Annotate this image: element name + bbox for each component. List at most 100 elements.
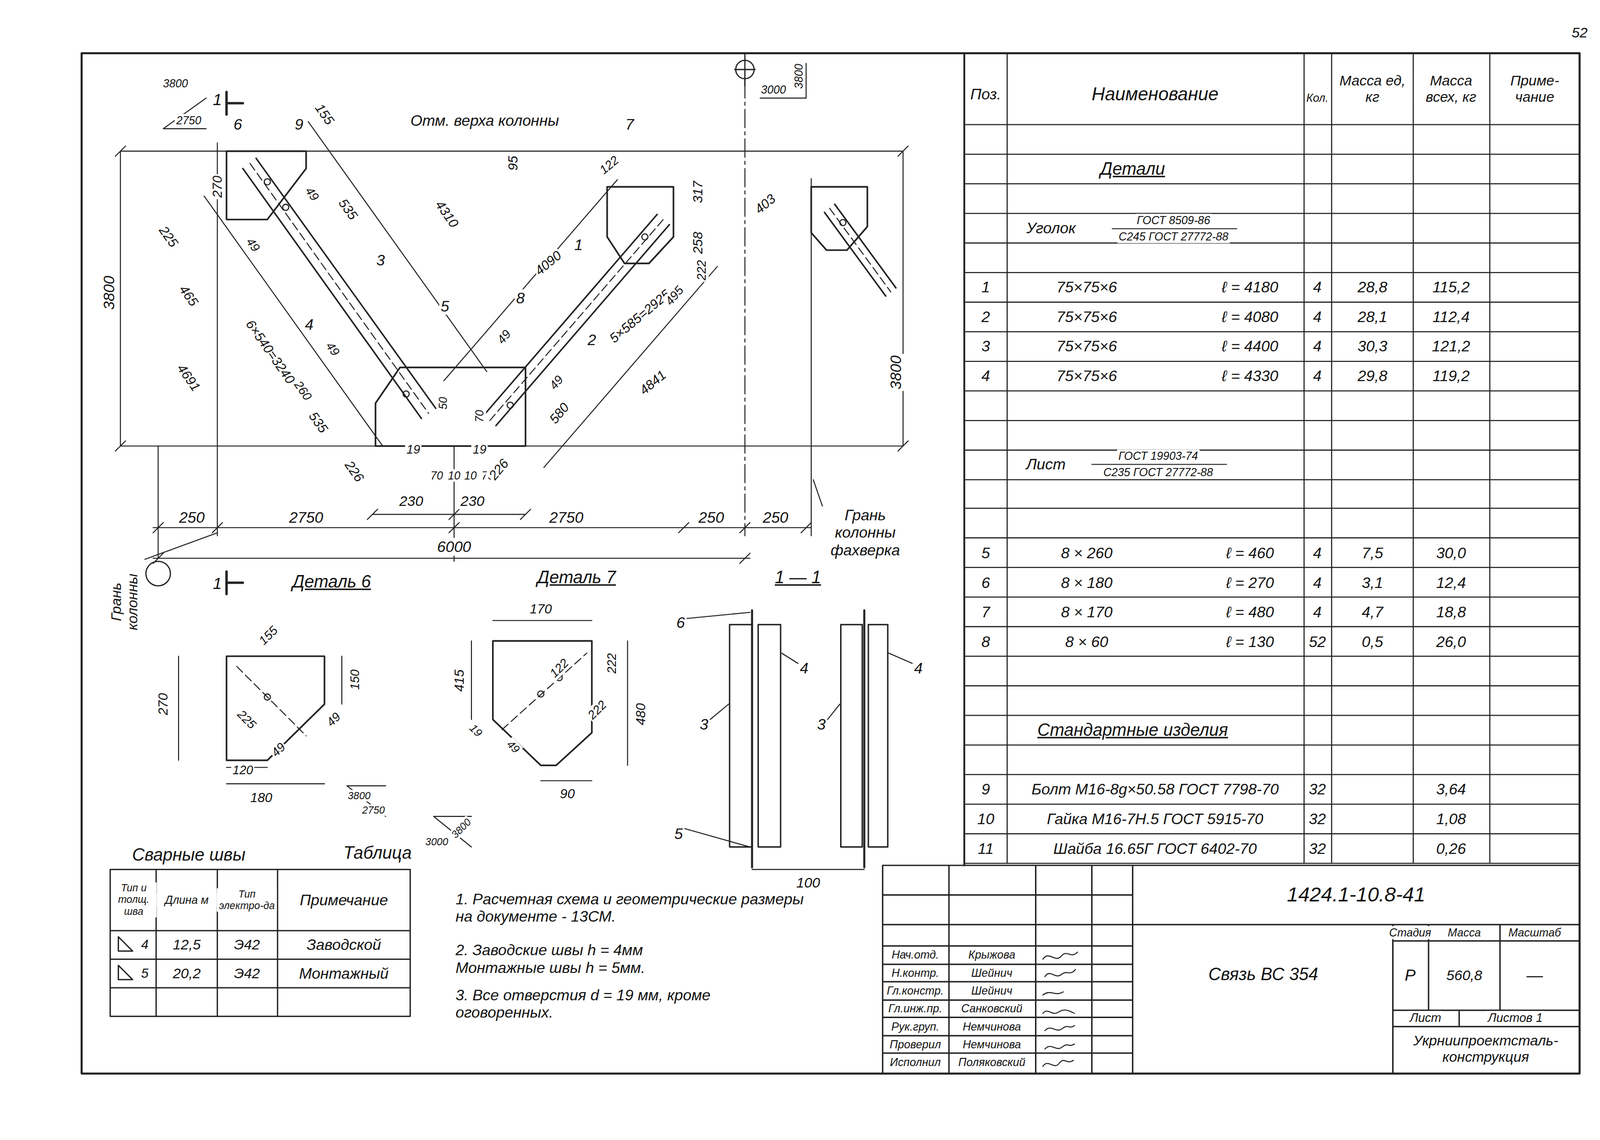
axis-symbol-bar [734,53,756,86]
table-cell: Уголок [1024,218,1078,237]
dimension: 180 [248,790,274,806]
table-cell: ℓ = 480 [1224,603,1276,622]
table-cell: 26,0 [1434,632,1468,651]
note: 3. Все отверстия d = 19 мм, кроме оговор… [454,986,728,1022]
table-cell: Шейнич [969,984,1014,998]
dimension: 250 [697,508,726,527]
table-cell: 20,2 [171,965,203,982]
leader-lines [144,479,823,560]
callout-number: 6 [231,115,244,134]
bolt-hole [264,178,271,185]
table-cell: 5 [139,965,150,982]
table-cell: 121,2 [1430,337,1472,356]
dimension: 50 [436,395,450,411]
dimension: 225 [155,222,182,252]
dimension: 2750 [547,508,585,527]
bolt-hole [537,690,544,698]
section-marks [226,92,243,595]
table-cell: С235 ГОСТ 27772-88 [1101,466,1215,480]
dimension: 4691 [173,360,205,396]
dimension: 480 [633,701,649,727]
dimension: 49 [242,234,264,256]
dimension: 19 [405,443,422,458]
dimension: 225 [233,706,261,733]
callout-number: 5 [439,297,451,315]
brace-angles [242,158,896,426]
dimension: 270 [155,691,171,717]
table-cell: Стадия [1387,926,1433,939]
dimension: 3800 [346,790,372,802]
dimension: 6000 [435,538,473,556]
dimension: 3800 [792,62,806,91]
table-cell: Санковский [959,1002,1024,1016]
dimension: 95 [505,154,521,173]
table-cell: 0,5 [1360,632,1385,651]
table-cell: 115,2 [1431,278,1471,297]
table-cell: 28,8 [1356,278,1389,297]
dimension: 230 [397,493,425,510]
table-cell: 0,26 [1434,839,1468,858]
heading: 1 — 1 [773,567,823,588]
bolt-hole [403,390,410,397]
callout-number: 4 [912,659,925,678]
table-cell: ℓ = 130 [1224,632,1276,651]
title-block-grid [882,865,1580,1074]
dimension: 10 [462,469,479,482]
table-cell: ГОСТ 8509-86 [1135,214,1212,228]
table-cell: 8 × 60 [1063,632,1110,651]
note: 1. Расчетная схема и геометрические разм… [454,890,825,926]
table-cell: 560,8 [1444,967,1484,984]
dimension: 222 [583,697,611,724]
dimension: 49 [503,736,524,758]
dimension: 49 [322,338,344,361]
detail-6-dimensions [178,656,342,784]
dimension: 70 [473,408,487,424]
table-cell: 12,4 [1434,573,1468,592]
dimension: 49 [323,708,345,731]
section-leaders [684,612,913,870]
dimension: 49 [493,325,516,348]
gusset-plates [226,151,868,446]
dimension-lines [153,121,812,564]
table-cell: ℓ = 4330 [1220,366,1280,385]
dimension: 122 [545,655,573,682]
dimension: 535 [304,408,332,438]
dimension: 155 [254,622,282,650]
dimension: 270 [209,174,226,200]
table-cell: 10 [975,810,996,829]
heading: Отм. верха колонны [409,111,561,130]
section-angles [729,624,888,847]
detail-6-plate [226,656,325,761]
table-cell: Примечание [298,890,390,909]
table-cell: Исполнил [888,1056,943,1070]
table-cell: Поз. [968,84,1003,103]
callout-number: 7 [624,115,636,134]
heading: Грань колонны [108,565,142,640]
table-cell: ℓ = 270 [1224,573,1276,592]
frame-divider [963,53,966,866]
table-cell: 7 [980,603,992,622]
weld-symbols [118,937,133,980]
table-cell: Длина м [156,893,217,907]
table-cell: Наименование [1090,83,1220,105]
dimension: 222 [605,651,620,675]
table-cell: Э42 [232,936,262,953]
heading: Грань колонны фахверка [815,506,916,560]
table-cell: — [1525,966,1545,986]
table-cell: ℓ = 4080 [1220,307,1280,326]
table-cell: 4 [1311,544,1324,563]
axis-bubble [145,561,171,586]
table-cell: Заводской [305,936,383,954]
dimension: 3000 [759,83,788,97]
table-cell: 6 [980,573,992,592]
table-cell: Р [1403,966,1418,986]
dimension: 403 [750,190,780,218]
dimension: 415 [451,668,468,694]
table-cell: Шайба 16.65Г ГОСТ 6402-70 [1051,839,1259,858]
table-cell: Тип электро-да [216,888,277,912]
callout-number: 1 [211,90,224,110]
table-cell: Масса [1446,926,1483,939]
dimension: 2750 [360,804,386,817]
table-cell: 7,5 [1360,544,1385,563]
detail-7-axis [502,653,587,730]
